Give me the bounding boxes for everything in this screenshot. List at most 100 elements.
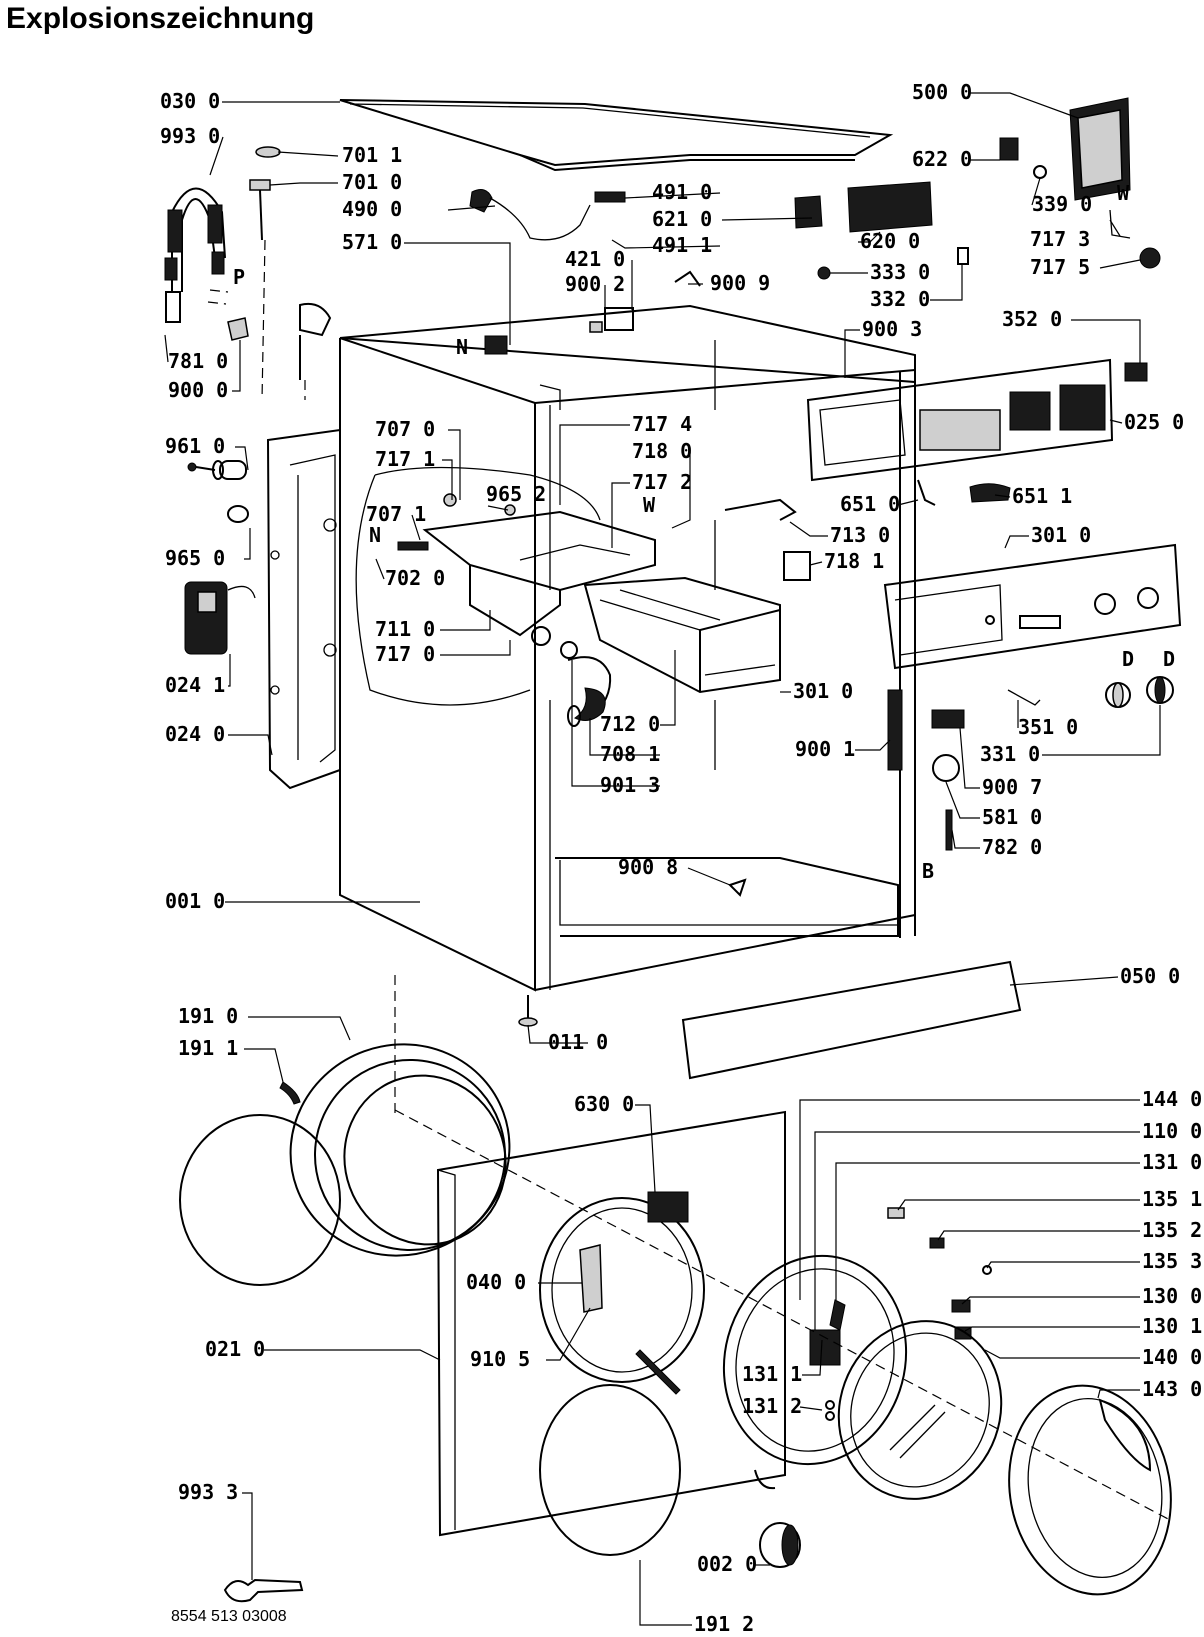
- drain-filter: [187, 460, 249, 523]
- label-135-3: 135 3: [1142, 1249, 1202, 1273]
- label-331-0: 331 0: [980, 742, 1040, 766]
- label-900-9: 900 9: [710, 271, 770, 295]
- label-191-0: 191 0: [178, 1004, 238, 1028]
- marker-d-left: D: [1122, 647, 1134, 671]
- detergent-drawer: [583, 576, 781, 694]
- rear-panel: [266, 428, 341, 790]
- drain-pump: [184, 581, 256, 655]
- label-500-0: 500 0: [912, 80, 972, 104]
- label-131-2: 131 2: [742, 1394, 802, 1418]
- label-708-1: 708 1: [600, 742, 660, 766]
- selector-knobs: [1007, 676, 1174, 708]
- foot-and-screw: [518, 878, 747, 1027]
- label-993-0: 993 0: [160, 124, 220, 148]
- door-frame-ring: [722, 1254, 908, 1490]
- label-965-2: 965 2: [486, 482, 546, 506]
- label-707-0: 707 0: [375, 417, 435, 441]
- label-718-1: 718 1: [824, 549, 884, 573]
- label-993-3: 993 3: [178, 1480, 238, 1504]
- label-900-1: 900 1: [795, 737, 855, 761]
- marker-d-right: D: [1163, 647, 1175, 671]
- label-352-0: 352 0: [1002, 307, 1062, 331]
- door-lock-parts: [887, 689, 965, 851]
- label-144-0: 144 0: [1142, 1087, 1202, 1111]
- label-130-0: 130 0: [1142, 1284, 1202, 1308]
- label-135-1: 135 1: [1142, 1187, 1202, 1211]
- door-seal: [179, 1043, 511, 1286]
- electronic-module: [794, 97, 1161, 280]
- label-781-0: 781 0: [168, 349, 228, 373]
- label-717-0: 717 0: [375, 642, 435, 666]
- label-030-0: 030 0: [160, 89, 220, 113]
- label-901-3: 901 3: [600, 773, 660, 797]
- top-cover: [339, 99, 894, 172]
- page-title: Explosionszeichnung: [6, 2, 315, 35]
- label-011-0: 011 0: [548, 1030, 608, 1054]
- label-900-3: 900 3: [862, 317, 922, 341]
- label-621-0: 621 0: [652, 207, 712, 231]
- leader-lines: [164, 92, 1161, 1626]
- control-panel-frame: [806, 358, 1148, 482]
- marker-n-top: N: [456, 335, 468, 359]
- part-labels: 030 0 993 0 701 1 701 0 490 0 571 0 781 …: [160, 80, 1202, 1636]
- label-713-0: 713 0: [830, 523, 890, 547]
- label-332-0: 332 0: [870, 287, 930, 311]
- label-140-0: 140 0: [1142, 1345, 1202, 1369]
- label-301-0-drawer: 301 0: [793, 679, 853, 703]
- marker-letters: P N W W N D D B: [233, 181, 1175, 883]
- label-351-0: 351 0: [1018, 715, 1078, 739]
- label-712-0: 712 0: [600, 712, 660, 736]
- front-control-panel: [883, 543, 1182, 670]
- label-191-2: 191 2: [694, 1612, 754, 1636]
- dispenser-hose: [560, 641, 612, 727]
- filter-and-clips: [227, 146, 332, 401]
- label-900-0: 900 0: [168, 378, 228, 402]
- label-131-1: 131 1: [742, 1362, 802, 1386]
- label-050-0: 050 0: [1120, 964, 1180, 988]
- label-651-1: 651 1: [1012, 484, 1072, 508]
- label-718-0: 718 0: [632, 439, 692, 463]
- marker-w-dispenser: W: [643, 493, 656, 517]
- center-axis-door: [394, 1109, 1171, 1521]
- kick-plate: [681, 960, 1022, 1080]
- label-001-0: 001 0: [165, 889, 225, 913]
- label-782-0: 782 0: [982, 835, 1042, 859]
- label-702-0: 702 0: [385, 566, 445, 590]
- inlet-hose: [164, 187, 229, 323]
- label-024-1: 024 1: [165, 673, 225, 697]
- marker-b: B: [922, 859, 934, 883]
- document-number: 8554 513 03008: [171, 1608, 287, 1625]
- label-421-0: 421 0: [565, 247, 625, 271]
- label-701-1: 701 1: [342, 143, 402, 167]
- label-622-0: 622 0: [912, 147, 972, 171]
- label-131-0: 131 0: [1142, 1150, 1202, 1174]
- label-620-0: 620 0: [860, 229, 920, 253]
- front-panel: [436, 1110, 786, 1537]
- label-024-0: 024 0: [165, 722, 225, 746]
- label-900-7: 900 7: [982, 775, 1042, 799]
- label-961-0: 961 0: [165, 434, 225, 458]
- label-965-0: 965 0: [165, 546, 225, 570]
- label-021-0: 021 0: [205, 1337, 265, 1361]
- label-651-0: 651 0: [840, 492, 900, 516]
- label-130-1: 130 1: [1142, 1314, 1202, 1338]
- label-301-0-panel: 301 0: [1031, 523, 1091, 547]
- micro-switches: [724, 479, 1011, 581]
- label-900-2: 900 2: [565, 272, 625, 296]
- label-711-0: 711 0: [375, 617, 435, 641]
- label-581-0: 581 0: [982, 805, 1042, 829]
- label-707-1: 707 1: [366, 502, 426, 526]
- hinge-hardware: [825, 1207, 992, 1421]
- label-002-0: 002 0: [697, 1552, 757, 1576]
- label-717-1: 717 1: [375, 447, 435, 471]
- label-143-0: 143 0: [1142, 1377, 1202, 1401]
- label-191-1: 191 1: [178, 1036, 238, 1060]
- marker-w-top-right: W: [1117, 181, 1130, 205]
- label-490-0: 490 0: [342, 197, 402, 221]
- door-assembly: [837, 1320, 1172, 1596]
- label-717-3: 717 3: [1030, 227, 1090, 251]
- label-339-0: 339 0: [1032, 192, 1092, 216]
- label-333-0: 333 0: [870, 260, 930, 284]
- door-glass-and-handle: [539, 1349, 801, 1568]
